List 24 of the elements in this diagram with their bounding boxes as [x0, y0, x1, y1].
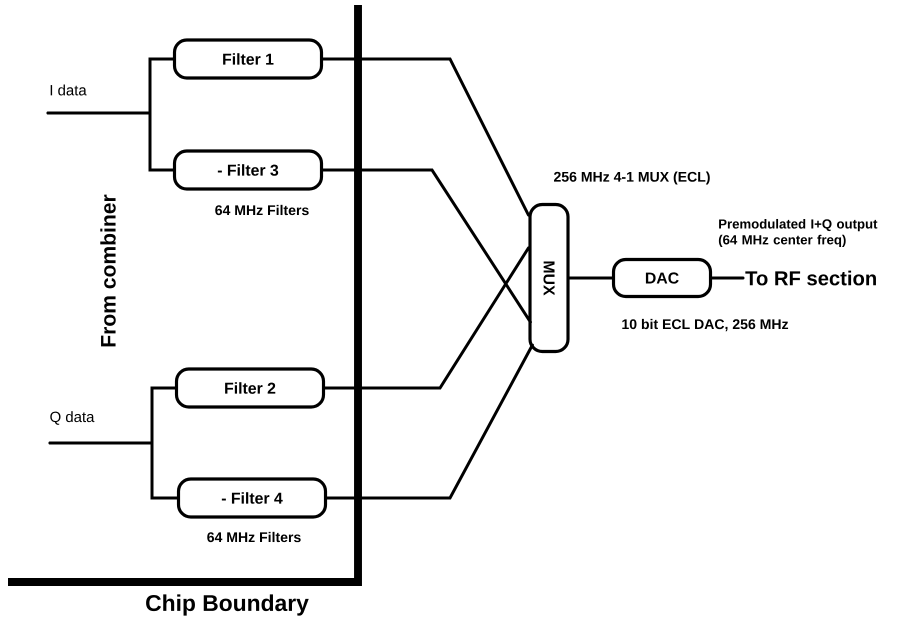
connector-line: [324, 246, 530, 390]
text-label: Q data: [50, 411, 94, 425]
filter-box: Filter 1: [172, 38, 324, 80]
filter-box: Filter 2: [174, 367, 326, 409]
filter-caption: 64 MHz Filters: [207, 532, 301, 542]
connector-line: [322, 58, 530, 216]
output-label: To RF section: [745, 270, 876, 286]
side-label: From combiner: [100, 194, 116, 346]
boundary-label: Chip Boundary: [146, 594, 309, 616]
connector-line: [322, 168, 532, 324]
connector-line: [326, 344, 534, 500]
connector-line: [568, 276, 614, 280]
filter-box: - Filter 3: [172, 149, 324, 191]
filter-caption: 64 MHz Filters: [215, 204, 309, 216]
connector-line: [46, 112, 174, 172]
text-label: I data: [50, 84, 87, 96]
dac-caption: 10 bit ECL DAC, 256 MHz: [622, 318, 788, 332]
mux-box: MUX: [528, 202, 570, 354]
dac-box: DAC: [612, 258, 712, 298]
mux-caption: 256 MHz 4-1 MUX (ECL): [554, 171, 710, 185]
connector-line: [48, 442, 178, 500]
filter-box: - Filter 4: [176, 477, 328, 519]
output-note: Premodulated I+Q output (64 MHz center freq): [718, 218, 878, 248]
connector-line: [710, 276, 744, 280]
